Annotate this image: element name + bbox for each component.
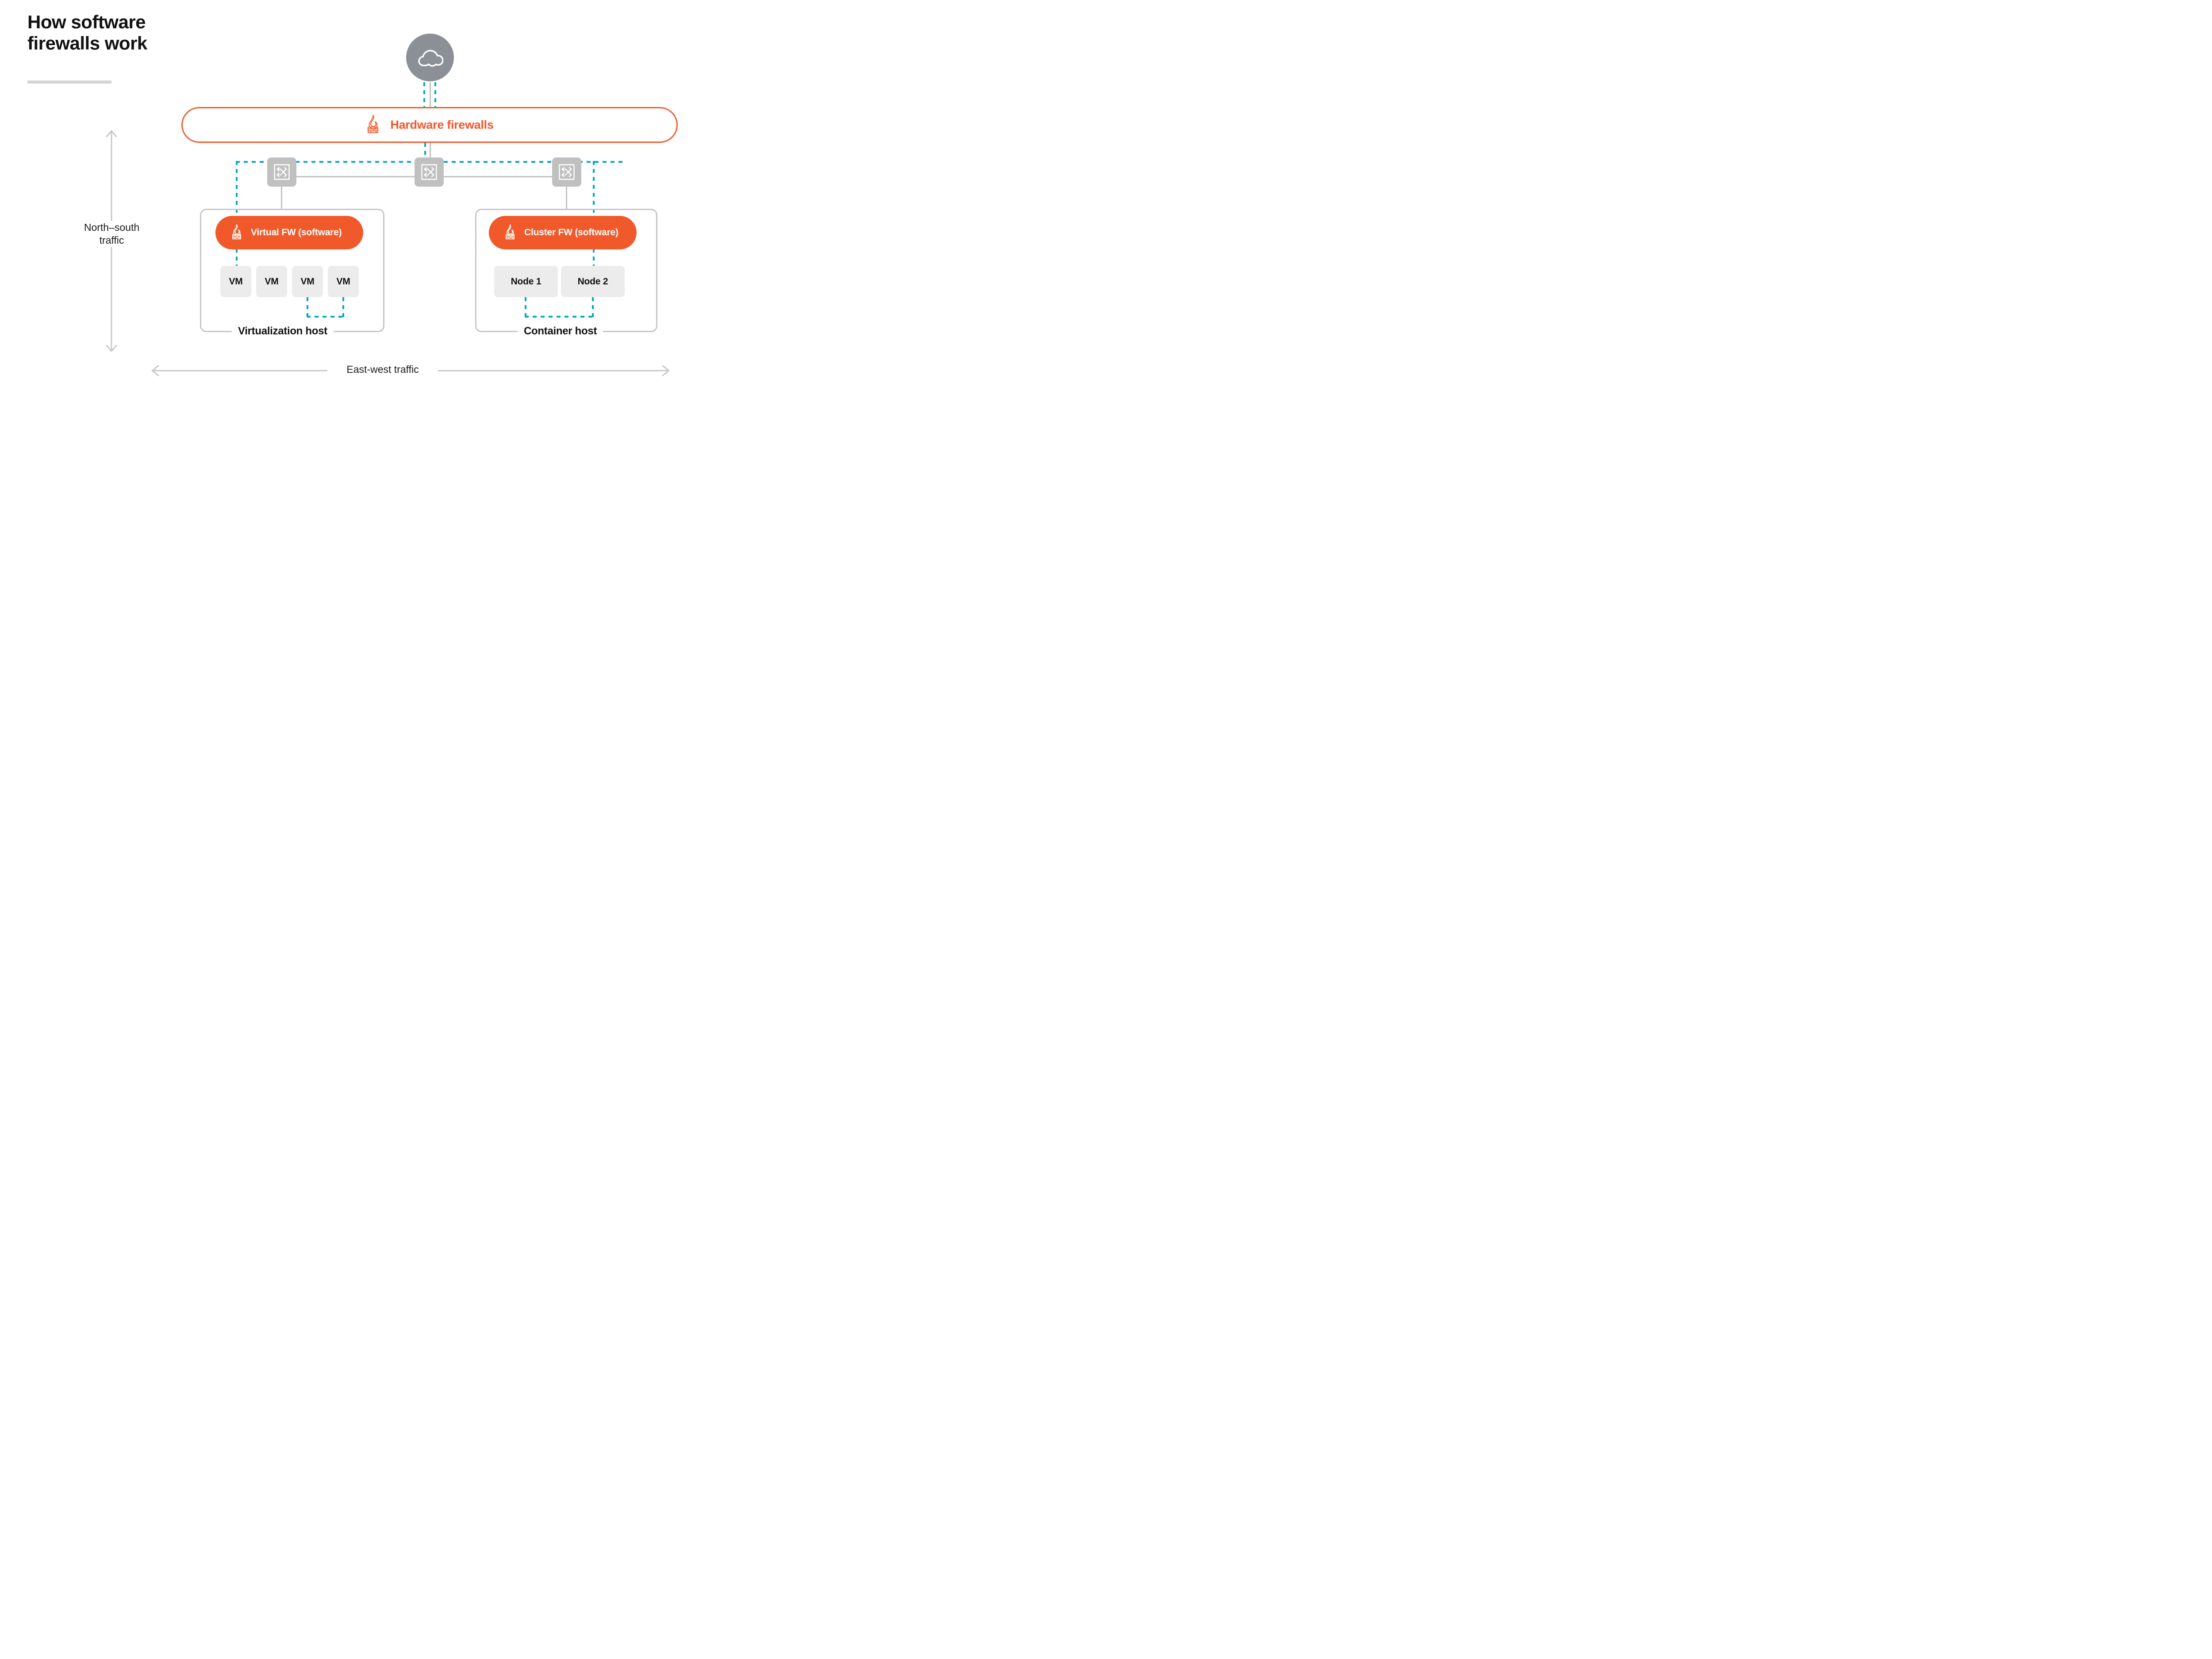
connector-hwfw-to-switch-gray bbox=[430, 143, 431, 161]
vm4-dashed-drop bbox=[342, 297, 344, 318]
virtual-fw-pill[interactable]: Virtual FW (software) bbox=[215, 216, 363, 249]
virtual-fw-label: Virtual FW (software) bbox=[251, 227, 342, 238]
vm3-vm4-dashed-link bbox=[307, 316, 344, 318]
firewall-flame-brick-icon bbox=[230, 224, 243, 242]
eastwest-dashed-left bbox=[296, 161, 422, 163]
north-south-traffic-label: North–south traffic bbox=[66, 221, 157, 247]
sidebar-item-switch-right[interactable] bbox=[552, 157, 581, 187]
eastwest-dashed-right bbox=[444, 161, 565, 163]
workload-chip-vm-3[interactable]: VM bbox=[292, 266, 323, 297]
node2-dashed-drop bbox=[592, 297, 594, 318]
dashed-stub-right-switch bbox=[579, 161, 625, 163]
switch-right-to-host-line bbox=[566, 187, 567, 209]
network-switch-icon bbox=[420, 163, 438, 181]
connector-hwfw-to-switch-teal bbox=[424, 143, 426, 161]
dashed-stub-left-switch bbox=[236, 161, 282, 163]
node1-dashed-drop bbox=[525, 297, 526, 318]
vm3-dashed-drop bbox=[307, 297, 308, 318]
network-switch-icon bbox=[273, 163, 291, 181]
firewall-flame-brick-icon bbox=[365, 115, 380, 135]
hardware-firewalls-bar[interactable]: Hardware firewalls bbox=[181, 107, 678, 143]
firewall-flame-brick-icon bbox=[504, 224, 516, 242]
connector-cloud-to-hwfw-teal-left bbox=[423, 82, 425, 107]
title-block: How software firewalls work bbox=[27, 11, 231, 54]
workload-chip-vm-4[interactable]: VM bbox=[328, 266, 359, 297]
workload-chip-vm-1[interactable]: VM bbox=[220, 266, 251, 297]
cluster-fw-pill[interactable]: Cluster FW (software) bbox=[489, 216, 637, 249]
page-title: How software firewalls work bbox=[27, 11, 147, 54]
cloud-node bbox=[406, 34, 454, 81]
hardware-firewalls-label: Hardware firewalls bbox=[390, 118, 494, 131]
workload-chip-vm-2[interactable]: VM bbox=[256, 266, 287, 297]
virtualization-host-label: Virtualization host bbox=[232, 325, 334, 337]
east-west-traffic-label: East-west traffic bbox=[327, 364, 438, 375]
node1-node2-dashed-link bbox=[525, 316, 594, 318]
sidebar-item-switch-left[interactable] bbox=[267, 157, 296, 187]
switch-left-to-host-line bbox=[281, 187, 282, 209]
network-switch-icon bbox=[557, 163, 576, 181]
cloud-icon bbox=[417, 47, 443, 68]
trunk-line-right bbox=[444, 176, 565, 177]
sidebar-item-switch-center[interactable] bbox=[415, 157, 444, 187]
connector-cloud-to-hwfw-teal-right bbox=[434, 82, 436, 107]
cluster-fw-label: Cluster FW (software) bbox=[524, 227, 618, 238]
title-underline-rule bbox=[27, 80, 111, 84]
trunk-line-left bbox=[296, 176, 422, 177]
diagram-canvas: How software firewalls work Hardware fir… bbox=[0, 0, 708, 398]
connector-cloud-to-hwfw-gray bbox=[430, 82, 431, 107]
workload-chip-node-2[interactable]: Node 2 bbox=[561, 266, 625, 297]
container-host-label: Container host bbox=[518, 325, 603, 337]
workload-chip-node-1[interactable]: Node 1 bbox=[494, 266, 558, 297]
